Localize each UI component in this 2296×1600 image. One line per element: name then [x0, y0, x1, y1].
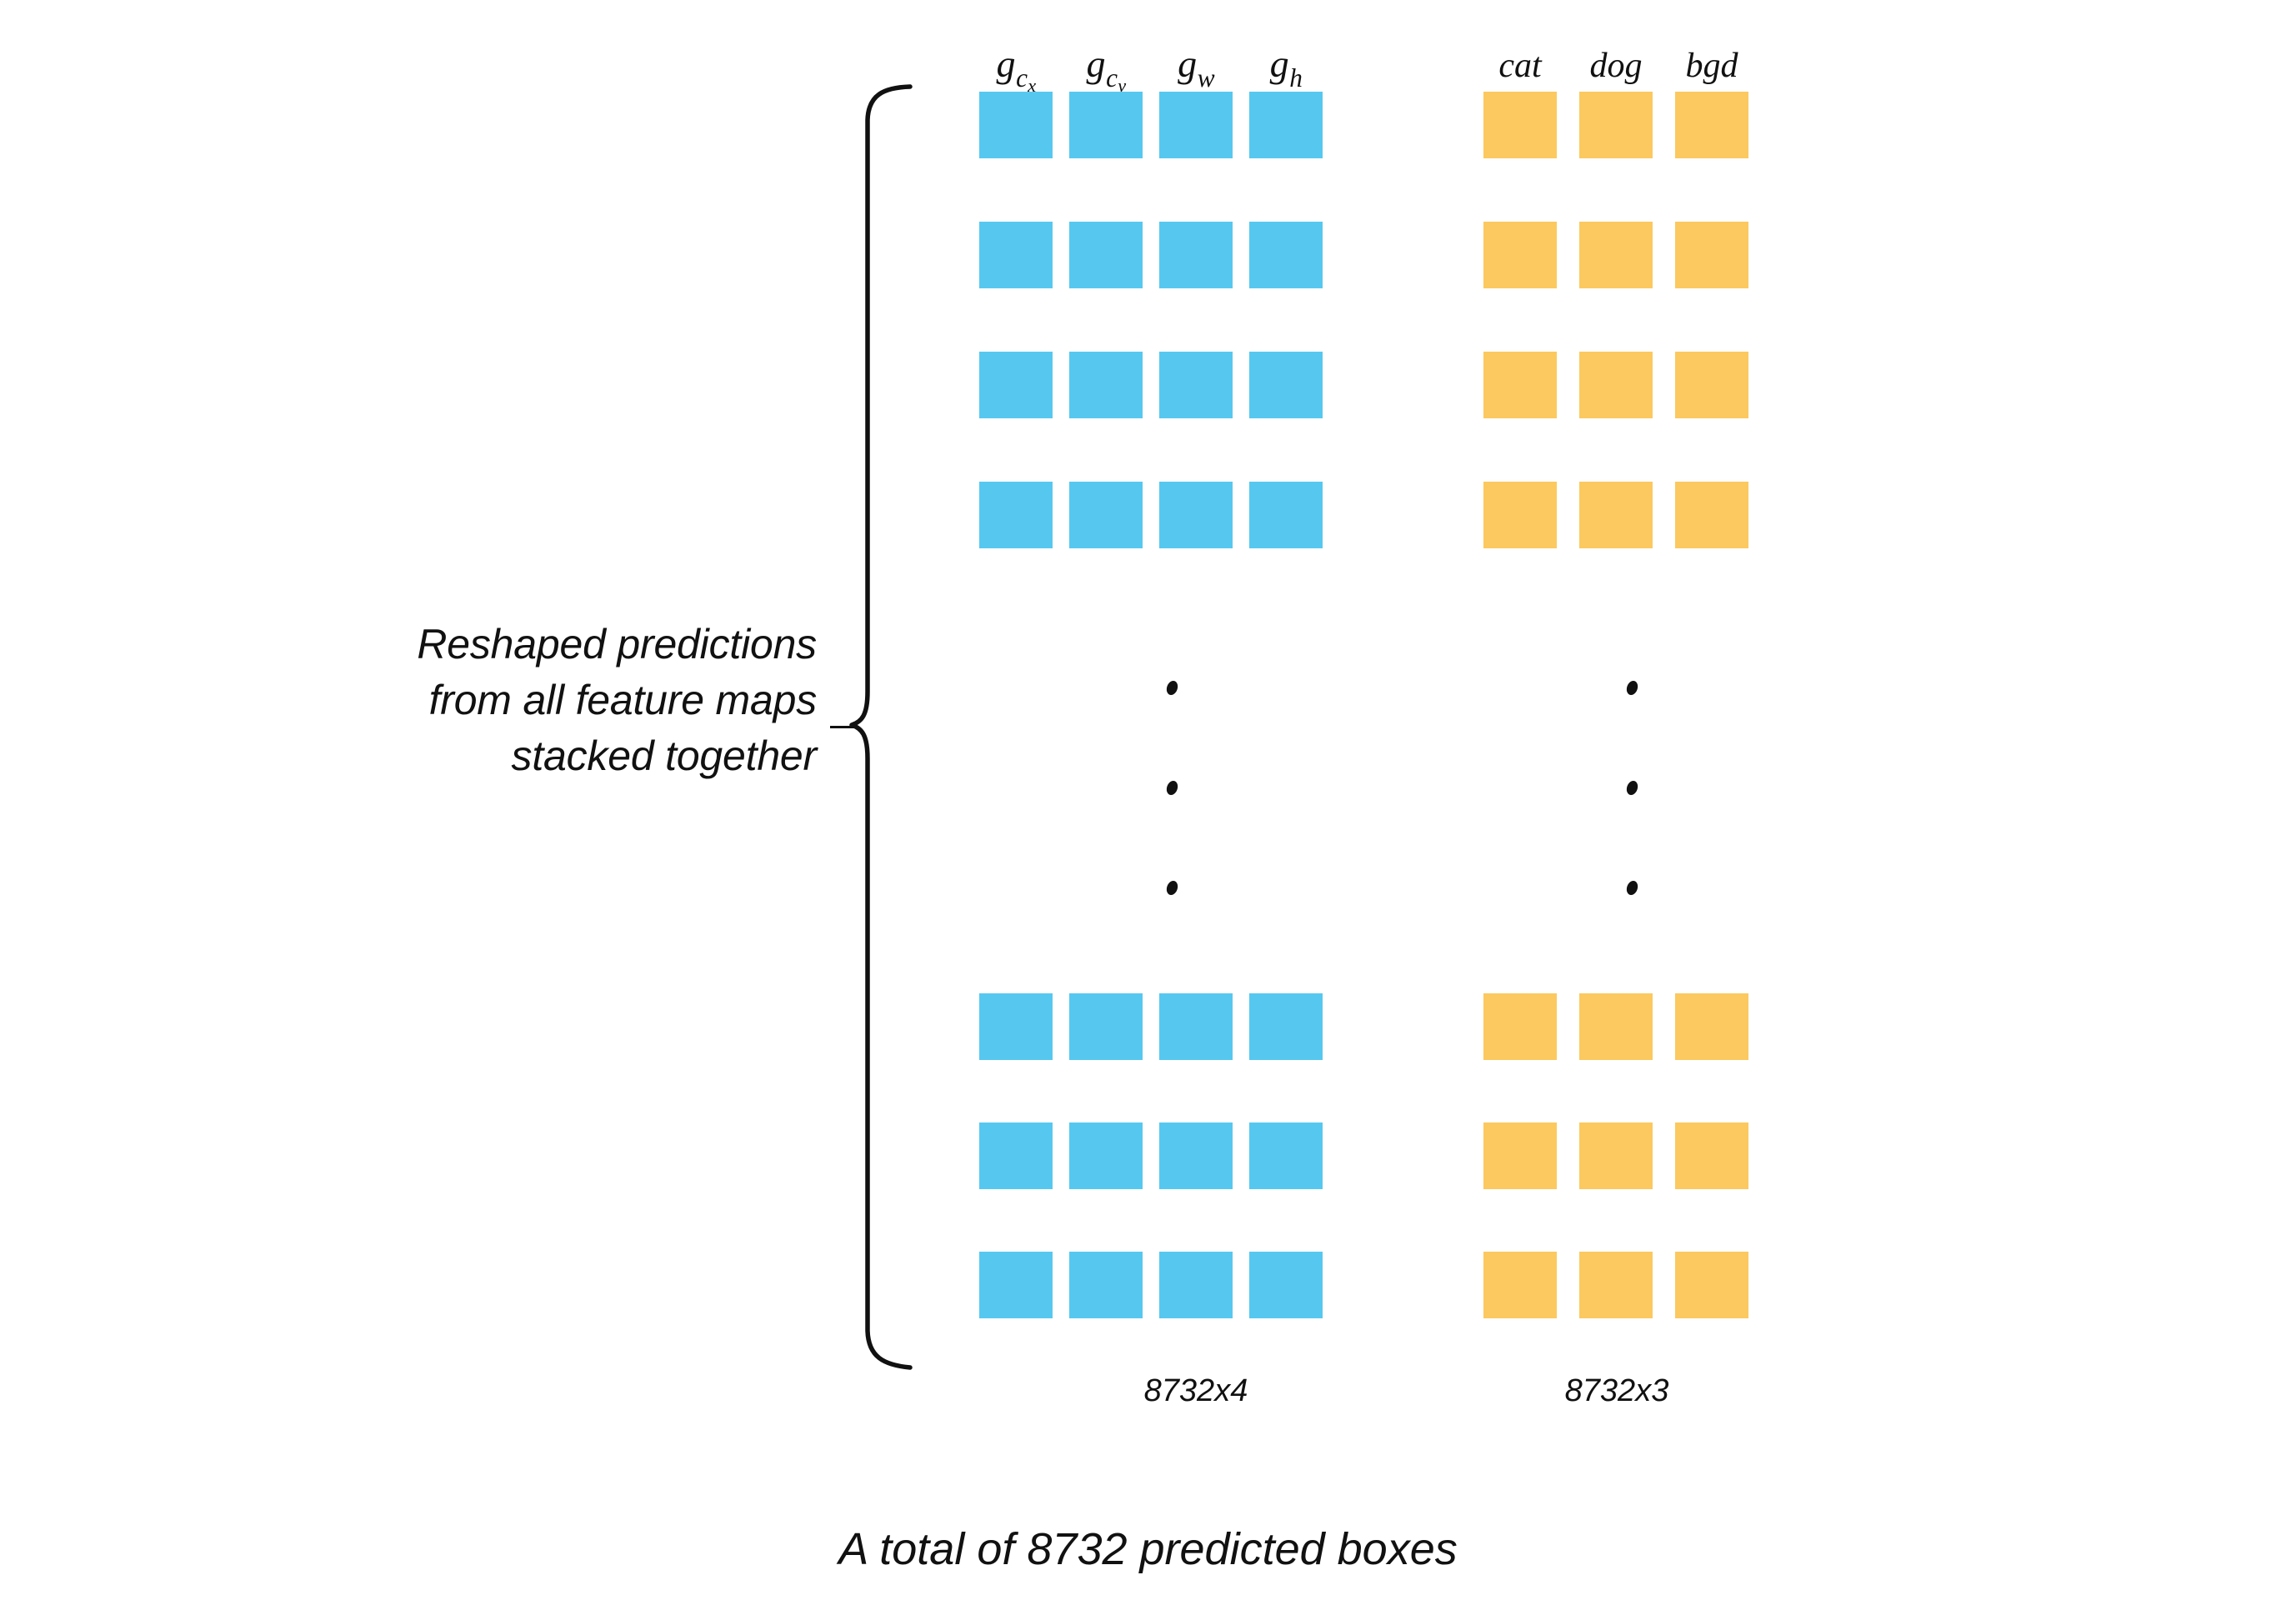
- grid-cell: [1159, 222, 1233, 288]
- grid-cell: [1159, 352, 1233, 418]
- grid-cell: [1249, 1122, 1323, 1189]
- grid-cell: [1159, 1122, 1233, 1189]
- grid-cell: [1579, 352, 1653, 418]
- grid-cell: [1483, 92, 1557, 158]
- column-header-bgd: bgd: [1685, 47, 1738, 85]
- grid-cell: [979, 92, 1053, 158]
- shape-caption-classification: 8732x3: [1564, 1373, 1669, 1408]
- grid-cell: [1675, 1122, 1748, 1189]
- grid-cell: [1159, 993, 1233, 1060]
- ellipsis-dot: [1165, 881, 1179, 895]
- ellipsis-dot: [1625, 781, 1639, 795]
- brace-connector-dash: [830, 726, 855, 728]
- grid-cell: [1159, 482, 1233, 548]
- grid-cell: [1675, 993, 1748, 1060]
- grid-cell: [1579, 92, 1653, 158]
- grid-cell: [1675, 222, 1748, 288]
- grid-cell: [1579, 482, 1653, 548]
- grid-cell: [1675, 92, 1748, 158]
- grid-cell: [1069, 352, 1143, 418]
- grid-cell: [979, 1122, 1053, 1189]
- grid-cell: [1579, 222, 1653, 288]
- grid-cell: [1249, 993, 1323, 1060]
- grid-cell: [1483, 1122, 1557, 1189]
- grid-cell: [1249, 1252, 1323, 1318]
- column-header-cat: cat: [1498, 47, 1542, 85]
- left-curly-brace: [849, 83, 917, 1371]
- shape-caption-localization: 8732x4: [1143, 1373, 1248, 1408]
- grid-cell: [1483, 482, 1557, 548]
- grid-cell: [1579, 1252, 1653, 1318]
- grid-cell: [1069, 92, 1143, 158]
- grid-cell: [1069, 993, 1143, 1060]
- ellipsis-dot: [1625, 881, 1639, 895]
- grid-cell: [1579, 993, 1653, 1060]
- ellipsis-dot: [1165, 781, 1179, 795]
- grid-cell: [1675, 352, 1748, 418]
- ellipsis-dot: [1625, 681, 1639, 695]
- grid-cell: [1159, 1252, 1233, 1318]
- grid-cell: [979, 993, 1053, 1060]
- grid-cell: [1579, 1122, 1653, 1189]
- grid-cell: [1249, 352, 1323, 418]
- figure-caption: A total of 8732 predicted boxes: [838, 1524, 1458, 1574]
- grid-cell: [1675, 482, 1748, 548]
- grid-cell: [1483, 993, 1557, 1060]
- column-header-dog: dog: [1589, 47, 1643, 85]
- grid-cell: [1069, 482, 1143, 548]
- grid-cell: [1069, 222, 1143, 288]
- side-annotation-line-3: stacked together: [511, 732, 818, 779]
- grid-cell: [1483, 352, 1557, 418]
- side-annotation-line-2: from all feature maps: [428, 677, 818, 723]
- grid-cell: [1069, 1252, 1143, 1318]
- grid-cell: [1159, 92, 1233, 158]
- side-annotation-line-1: Reshaped predictions: [417, 621, 817, 668]
- grid-cell: [979, 352, 1053, 418]
- grid-cell: [1675, 1252, 1748, 1318]
- side-annotation-label: Reshaped predictions from all feature ma…: [275, 617, 817, 784]
- grid-cell: [1069, 1122, 1143, 1189]
- grid-cell: [1483, 222, 1557, 288]
- grid-cell: [1249, 92, 1323, 158]
- grid-cell: [979, 482, 1053, 548]
- ellipsis-dot: [1165, 681, 1179, 695]
- grid-cell: [1483, 1252, 1557, 1318]
- grid-cell: [1249, 222, 1323, 288]
- grid-cell: [979, 222, 1053, 288]
- grid-cell: [1249, 482, 1323, 548]
- grid-cell: [979, 1252, 1053, 1318]
